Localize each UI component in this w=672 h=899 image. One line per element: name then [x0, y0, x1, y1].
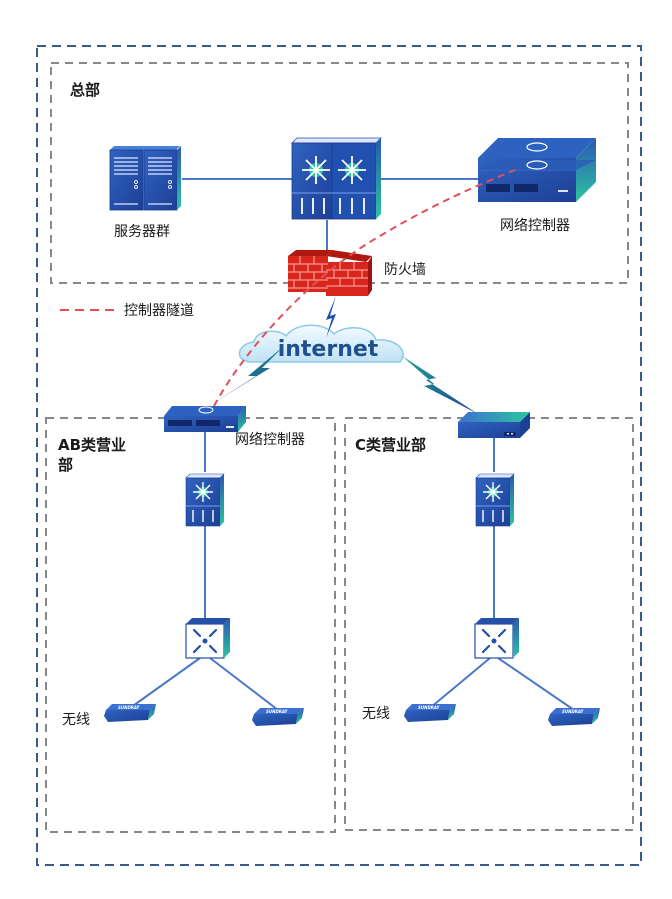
internet-cloud[interactable]: internet — [238, 324, 404, 363]
lightning-bolt-icon — [402, 356, 478, 414]
lightning-bolt-icon — [326, 296, 336, 338]
c-access-point-right[interactable]: SUNDRAY — [548, 708, 600, 726]
network-controller-icon — [164, 406, 246, 432]
ap-brand-label: SUNDRAY — [418, 705, 441, 710]
link-c-ac-ap-right — [497, 657, 575, 711]
ap-brand-label: SUNDRAY — [266, 709, 289, 714]
zone-title-branch-c: C类营业部 — [355, 436, 426, 454]
firewall[interactable]: 防火墙 — [288, 250, 426, 296]
firewall-label: 防火墙 — [384, 262, 426, 278]
c-wireless-controller[interactable] — [474, 618, 519, 659]
link-c-ac-ap-left — [429, 657, 491, 709]
legend: 控制器隧道 — [60, 303, 194, 319]
router-icon — [458, 412, 530, 438]
server-cluster[interactable]: 服务器群 — [109, 146, 181, 240]
access-point-icon: SUNDRAY — [104, 704, 156, 722]
network-controller-icon — [478, 138, 596, 202]
c-layer3-switch[interactable] — [475, 473, 515, 527]
zone-title-branch-ab-line1: AB类营业 — [58, 436, 126, 454]
legend-label-tunnel: 控制器隧道 — [124, 303, 194, 319]
cloud-icon — [238, 324, 404, 363]
wireless-controller-icon — [474, 618, 519, 659]
controller-tunnel — [213, 167, 521, 407]
ab-access-point-right[interactable]: SUNDRAY — [252, 708, 304, 726]
hq-network-controller[interactable]: 网络控制器 — [478, 138, 596, 234]
c-router[interactable] — [458, 412, 530, 438]
ap-brand-label: SUNDRAY — [562, 709, 585, 714]
ab-layer3-switch[interactable] — [185, 473, 225, 527]
links — [129, 178, 575, 711]
outer-boundary — [36, 45, 642, 866]
access-point-icon: SUNDRAY — [548, 708, 600, 726]
zone-title-headquarters: 总部 — [70, 81, 100, 99]
wan-links — [212, 296, 478, 414]
layer3-switch-icon — [475, 473, 515, 527]
ab-access-point-left[interactable]: SUNDRAY 无线 — [62, 704, 156, 728]
zone-title-branch-ab-line2: 部 — [58, 456, 73, 474]
ab-wireless-controller[interactable] — [185, 618, 230, 659]
ab-ap-left-label: 无线 — [62, 712, 90, 728]
c-ap-left-label: 无线 — [362, 706, 390, 722]
server-rack-icon — [109, 146, 181, 211]
ap-brand-label: SUNDRAY — [118, 705, 141, 710]
internet-label: internet — [278, 337, 379, 362]
core-switch[interactable] — [291, 137, 382, 220]
ab-network-controller[interactable]: 网络控制器 — [164, 406, 305, 448]
access-point-icon: SUNDRAY — [404, 704, 456, 722]
access-point-icon: SUNDRAY — [252, 708, 304, 726]
port-arrows-icon — [301, 198, 365, 214]
firewall-brick-icon — [288, 250, 372, 296]
wireless-controller-icon — [185, 618, 230, 659]
server-cluster-label: 服务器群 — [114, 224, 170, 240]
ab-controller-label: 网络控制器 — [235, 432, 305, 448]
link-ab-ac-ap-left — [129, 657, 201, 709]
c-access-point-left[interactable]: SUNDRAY 无线 — [362, 704, 456, 722]
hq-controller-label: 网络控制器 — [500, 218, 570, 234]
layer3-switch-icon — [185, 473, 225, 527]
layer3-switch-stack-icon — [291, 137, 382, 220]
routing-arrows-icon — [302, 156, 366, 184]
link-ab-ac-ap-right — [209, 657, 279, 711]
